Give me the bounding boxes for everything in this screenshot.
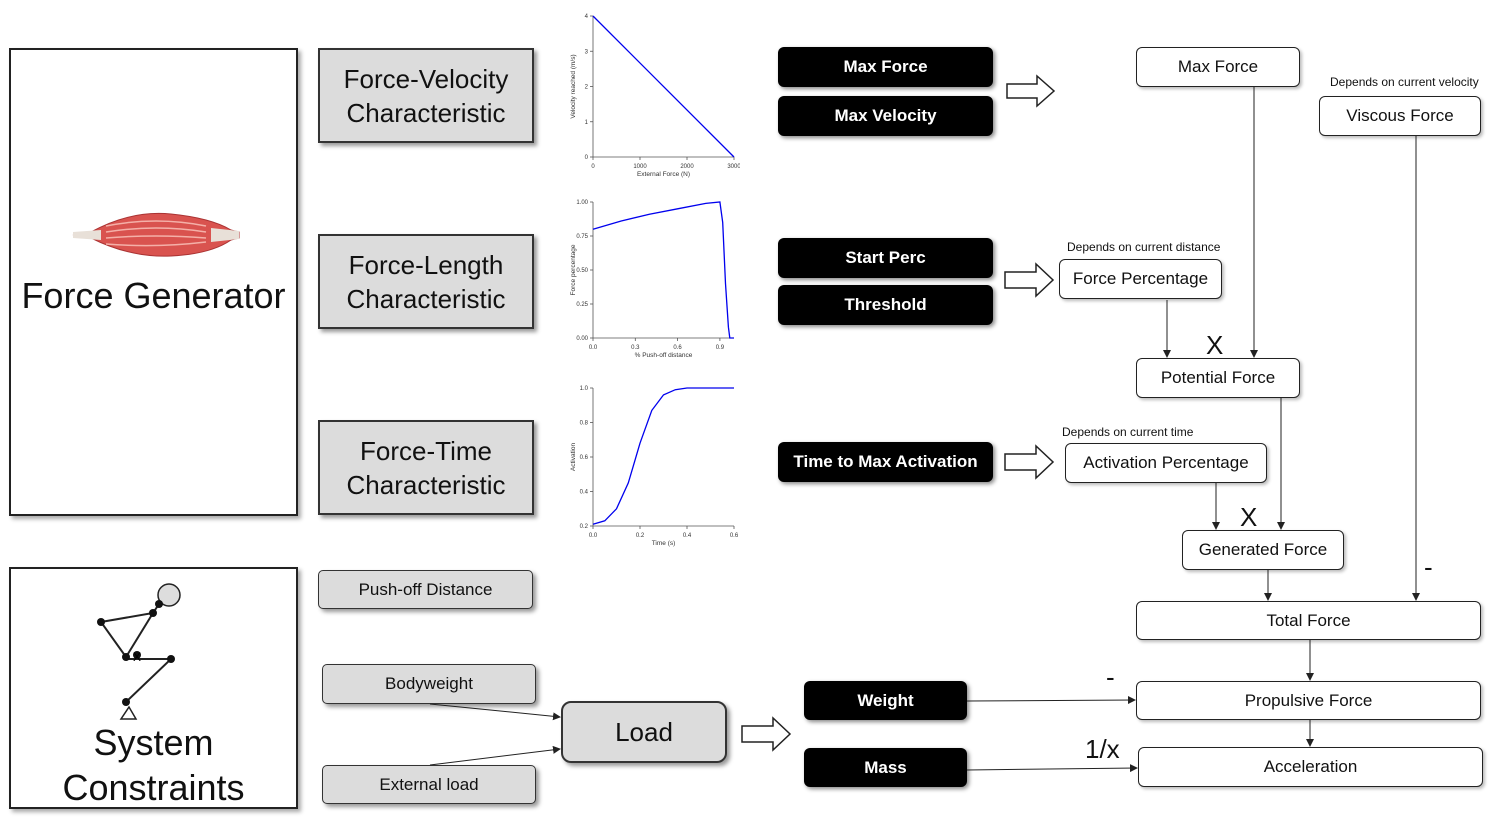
x-tick-label: 0.3 bbox=[631, 345, 640, 351]
force-generator-box: Force Generator bbox=[9, 48, 298, 516]
y-tick-label: 0 bbox=[585, 155, 589, 161]
load-box: Load bbox=[561, 701, 727, 763]
x-tick-label: 0.0 bbox=[589, 345, 598, 351]
stick-figure-icon: X bbox=[97, 583, 181, 720]
x-axis-label: External Force (N) bbox=[637, 171, 690, 178]
acceleration-node: Acceleration bbox=[1138, 747, 1483, 787]
series-line bbox=[592, 201, 734, 339]
y-tick-label: 0.2 bbox=[580, 524, 589, 530]
time-to-max-activation-param: Time to Max Activation bbox=[778, 442, 993, 482]
block-arrow-length bbox=[1004, 262, 1055, 298]
force-percentage-node: Force Percentage bbox=[1059, 259, 1222, 299]
x-tick-label: 0.6 bbox=[673, 345, 682, 351]
weight-param: Weight bbox=[804, 681, 967, 720]
viscous-force-node: Viscous Force bbox=[1319, 96, 1481, 136]
fl-label-1: Force-Length bbox=[348, 249, 504, 280]
mass-param: Mass bbox=[804, 748, 967, 787]
x-tick-label: 2000 bbox=[680, 164, 694, 170]
potential-force-node: Potential Force bbox=[1136, 358, 1300, 398]
fl-label-2: Characteristic bbox=[346, 283, 506, 314]
y-tick-label: 2 bbox=[585, 85, 589, 91]
fv-label-2: Characteristic bbox=[346, 97, 506, 128]
x-tick-label: 3000 bbox=[727, 164, 740, 170]
multiply-symbol-1: X bbox=[1206, 330, 1224, 360]
ft-label-2: Characteristic bbox=[346, 469, 506, 500]
y-tick-label: 0.8 bbox=[580, 421, 589, 427]
propulsive-force-node: Propulsive Force bbox=[1136, 681, 1481, 720]
fv-label-1: Force-Velocity bbox=[343, 63, 509, 94]
x-tick-label: 1000 bbox=[633, 164, 647, 170]
velocity-note: Depends on current velocity bbox=[1330, 75, 1479, 89]
start-perc-param: Start Perc bbox=[778, 238, 993, 278]
time-note: Depends on current time bbox=[1062, 425, 1194, 439]
y-tick-label: 0.6 bbox=[580, 455, 589, 461]
y-tick-label: 1.00 bbox=[576, 200, 588, 206]
force-generator-title: Force Generator bbox=[21, 275, 286, 316]
system-constraints-title-2: Constraints bbox=[62, 767, 245, 808]
x-tick-label: 0.9 bbox=[716, 345, 725, 351]
threshold-param: Threshold bbox=[778, 285, 993, 325]
block-arrow-load bbox=[741, 716, 792, 752]
reciprocal-symbol: 1/x bbox=[1085, 734, 1120, 764]
y-axis-label: Velocity reached (m/s) bbox=[570, 54, 577, 118]
x-axis-label: Time (s) bbox=[652, 540, 676, 547]
multiply-symbol-2: X bbox=[1240, 502, 1258, 532]
y-tick-label: 0.00 bbox=[576, 336, 588, 342]
y-tick-label: 4 bbox=[585, 14, 589, 20]
y-tick-label: 0.25 bbox=[576, 302, 588, 308]
x-tick-label: 0.0 bbox=[589, 533, 598, 539]
pushoff-distance-box: Push-off Distance bbox=[318, 570, 533, 609]
ft-label-1: Force-Time bbox=[360, 435, 492, 466]
distance-note: Depends on current distance bbox=[1067, 240, 1221, 254]
block-arrow-max bbox=[1006, 74, 1056, 108]
max-force-node: Max Force bbox=[1136, 47, 1300, 87]
max-force-param: Max Force bbox=[778, 47, 993, 87]
x-tick-label: 0 bbox=[591, 164, 595, 170]
y-axis-label: Activation bbox=[570, 443, 577, 472]
minus-symbol-viscous: - bbox=[1424, 552, 1433, 582]
muscle-icon bbox=[72, 212, 240, 257]
y-tick-label: 0.50 bbox=[576, 268, 588, 274]
force-length-characteristic: Force-Length Characteristic bbox=[318, 234, 534, 329]
series-line bbox=[592, 387, 734, 525]
force-time-characteristic: Force-Time Characteristic bbox=[318, 420, 534, 515]
x-tick-label: 0.2 bbox=[636, 533, 645, 539]
generated-force-node: Generated Force bbox=[1182, 530, 1344, 570]
force-velocity-characteristic: Force-Velocity Characteristic bbox=[318, 48, 534, 143]
y-axis-label: Force percentage bbox=[570, 244, 577, 295]
x-tick-label: 0.4 bbox=[683, 533, 692, 539]
svg-text:X: X bbox=[133, 650, 141, 664]
total-force-node: Total Force bbox=[1136, 601, 1481, 640]
minus-symbol-weight: - bbox=[1106, 662, 1115, 692]
max-velocity-param: Max Velocity bbox=[778, 96, 993, 136]
x-tick-label: 0.6 bbox=[730, 533, 739, 539]
y-tick-label: 1 bbox=[585, 120, 589, 126]
block-arrow-time bbox=[1004, 444, 1055, 480]
system-constraints-title-1: System bbox=[93, 722, 214, 763]
x-axis-label: % Push-off distance bbox=[635, 352, 693, 359]
y-tick-label: 1.0 bbox=[580, 386, 589, 392]
force-length-chart: 0.0 0.3 0.6 0.9 0.00 0.25 0.50 0.75 1.00 % Push-o… bbox=[570, 200, 734, 359]
bodyweight-box: Bodyweight bbox=[322, 664, 536, 704]
series-line bbox=[592, 15, 735, 158]
external-load-box: External load bbox=[322, 765, 536, 804]
y-tick-label: 3 bbox=[585, 49, 589, 55]
system-constraints-box: X System Constraints bbox=[9, 567, 298, 809]
y-tick-label: 0.4 bbox=[580, 490, 589, 496]
activation-percentage-node: Activation Percentage bbox=[1065, 443, 1267, 483]
y-tick-label: 0.75 bbox=[576, 234, 588, 240]
